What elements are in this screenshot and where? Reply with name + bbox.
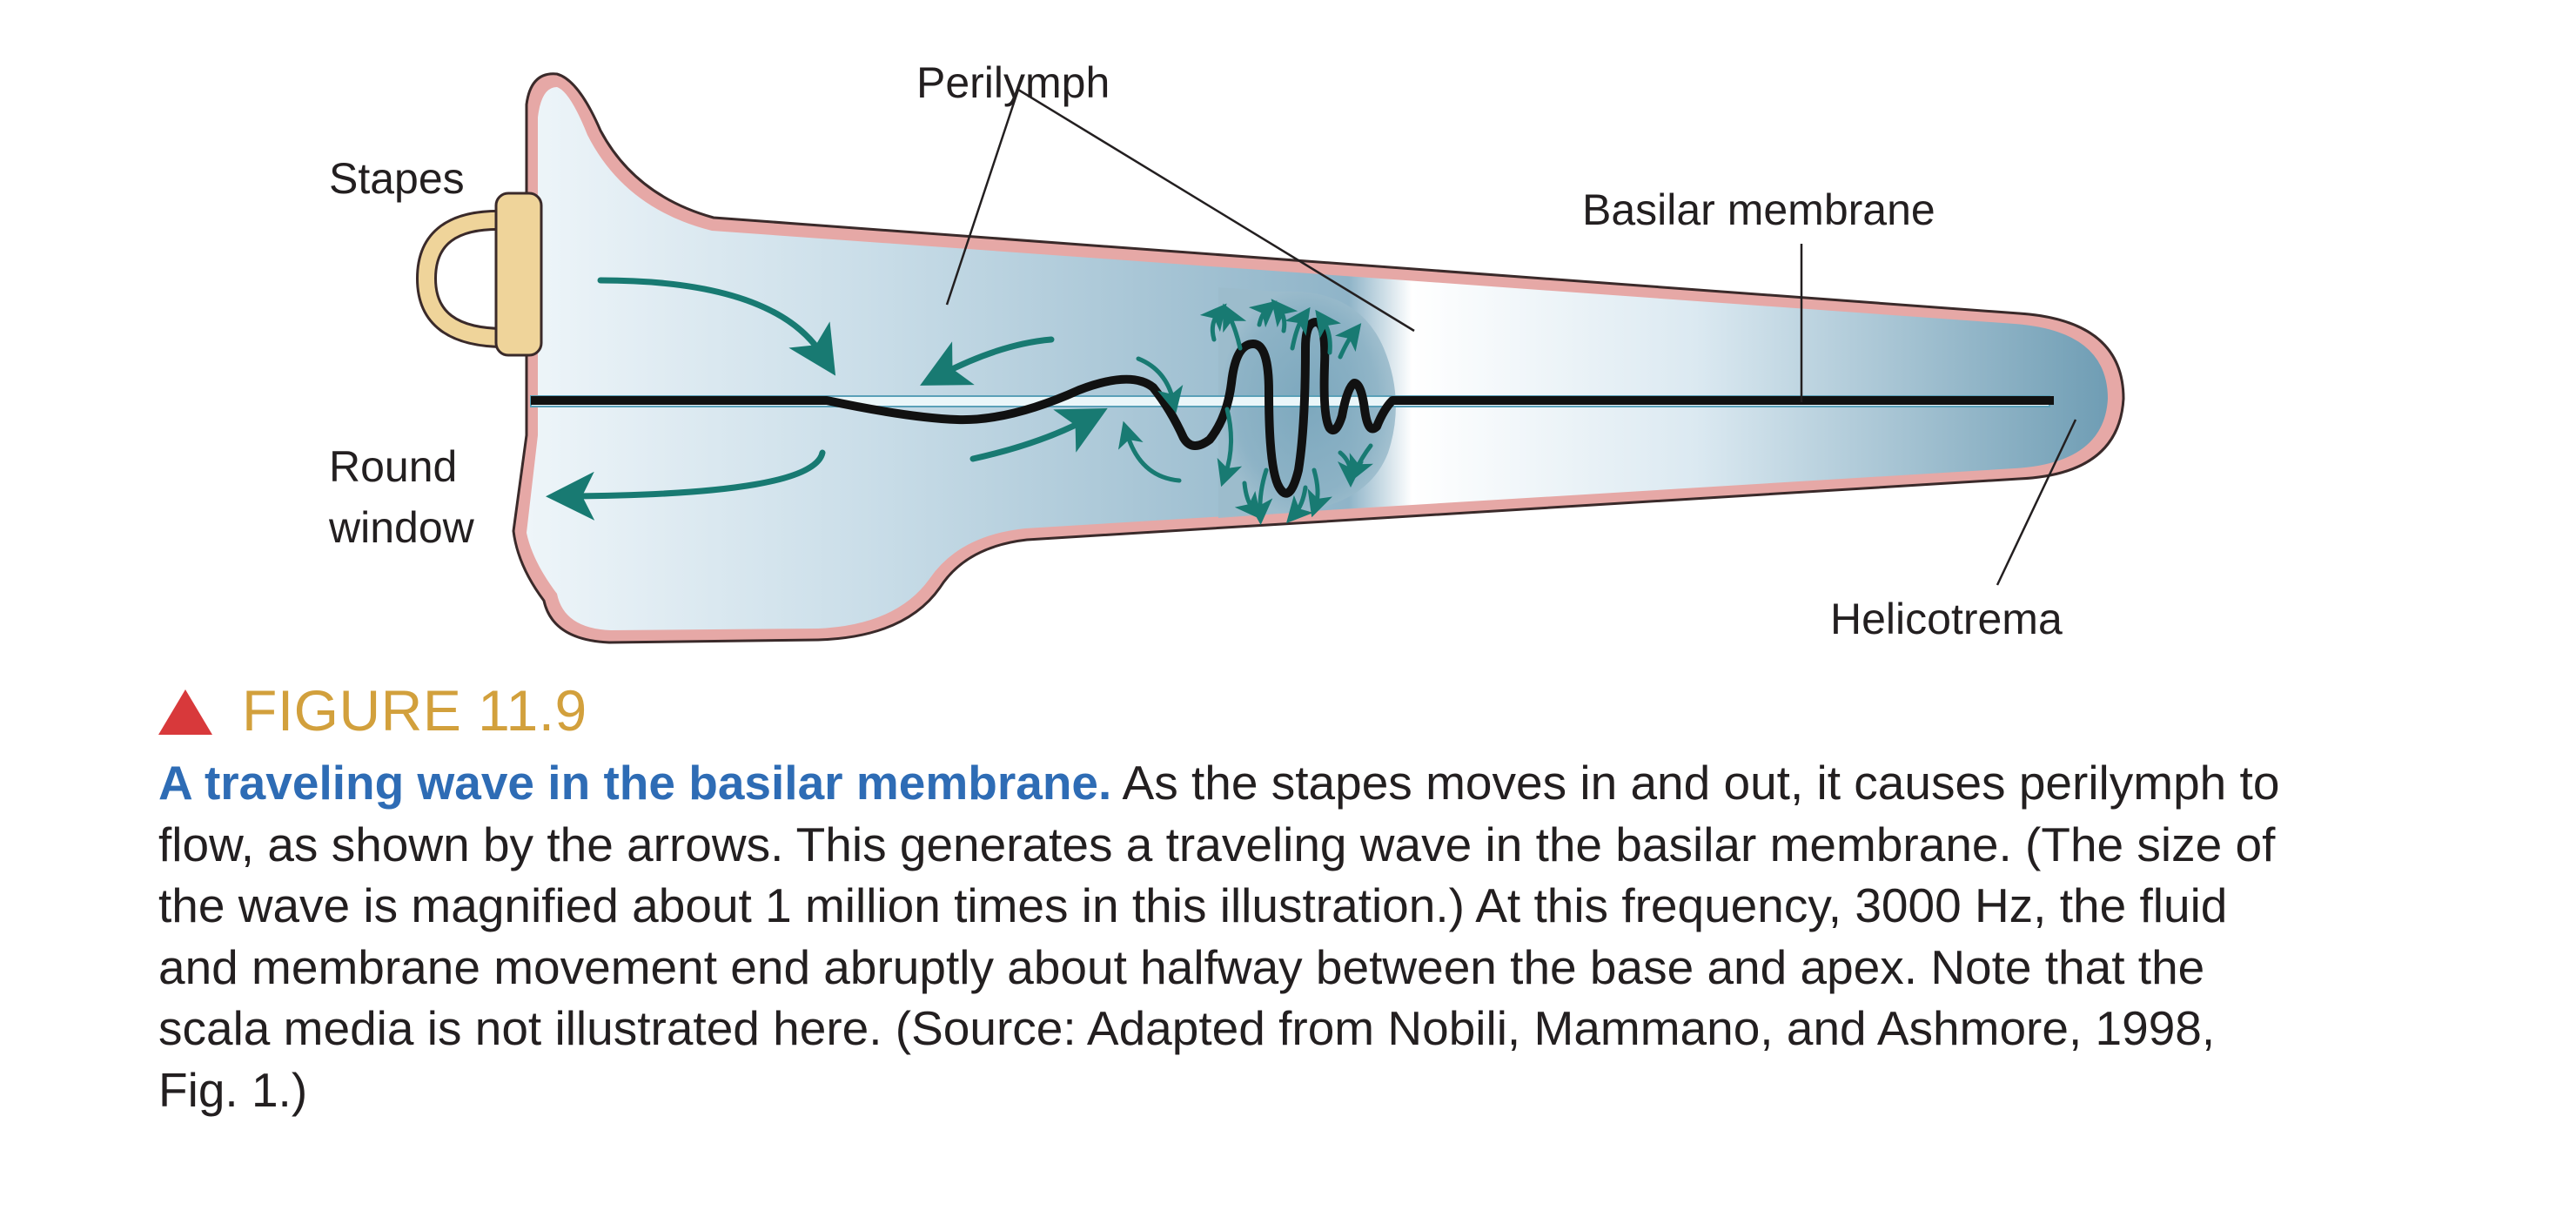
stapes-bone xyxy=(415,192,543,357)
figure-heading: FIGURE 11.9 xyxy=(158,670,2282,750)
caption-body: A traveling wave in the basilar membrane… xyxy=(158,752,2282,1120)
basilar-membrane xyxy=(530,395,2054,407)
traveling-wave xyxy=(822,318,1397,498)
cochlea-diagram: Perilymph Stapes Basilar membrane Round … xyxy=(328,58,2125,644)
caption-text: As the stapes moves in and out, it cause… xyxy=(158,756,2280,1117)
figure-number: FIGURE 11.9 xyxy=(242,678,587,743)
label-helicotrema: Helicotrema xyxy=(1830,595,2063,643)
label-perilymph: Perilymph xyxy=(916,58,1110,107)
label-round-window-2: window xyxy=(328,503,475,552)
eddy-arrows xyxy=(1117,299,1373,525)
figure-caption: FIGURE 11.9 A traveling wave in the basi… xyxy=(158,670,2282,1120)
caption-title: A traveling wave in the basilar membrane… xyxy=(158,756,1112,810)
flow-arrows xyxy=(546,277,1108,521)
leader-lines xyxy=(945,88,2077,586)
label-stapes: Stapes xyxy=(329,154,465,203)
triangle-icon xyxy=(158,689,212,735)
label-basilar-membrane: Basilar membrane xyxy=(1582,185,1935,234)
label-round-window-1: Round xyxy=(329,442,457,491)
